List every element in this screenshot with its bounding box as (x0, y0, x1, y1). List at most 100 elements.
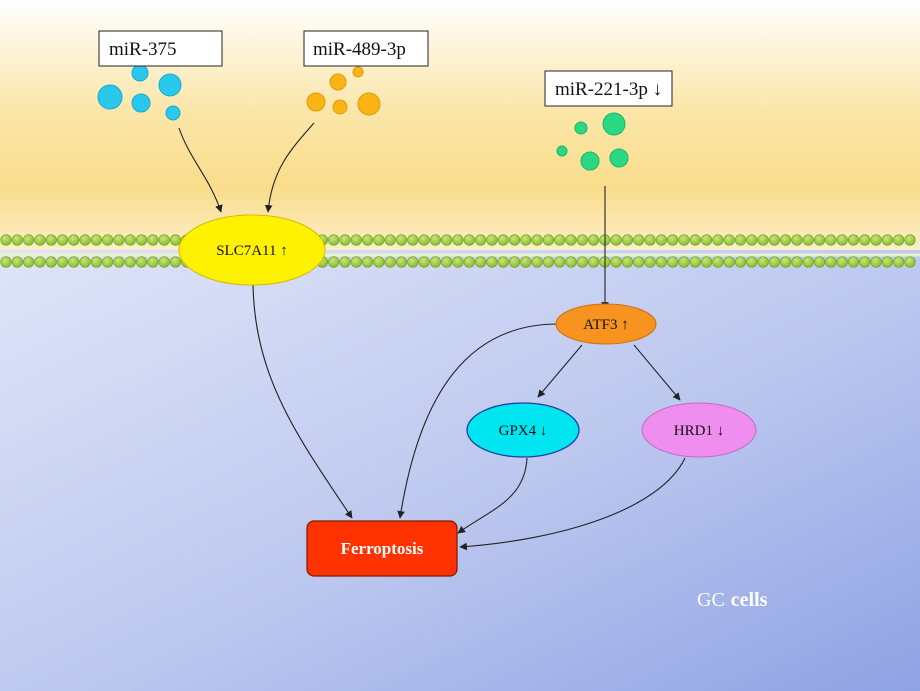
lipid-bead (531, 256, 543, 268)
lipid-bead (576, 256, 588, 268)
lipid-bead (610, 256, 622, 268)
lipid-bead (678, 256, 690, 268)
lipid-bead (565, 256, 577, 268)
lipid-bead (395, 256, 408, 268)
lipid-bead (520, 234, 532, 246)
gc-cells-bold: cells (731, 589, 768, 611)
lipid-bead (508, 234, 521, 246)
lipid-bead (429, 234, 442, 246)
lipid-bead (757, 234, 769, 246)
lipid-bead (576, 234, 588, 246)
lipid-bead (79, 234, 91, 246)
hrd1-node: HRD1 ↓ (641, 402, 757, 458)
lipid-bead (734, 234, 747, 246)
lipid-bead (124, 234, 136, 246)
lipid-bead (113, 256, 125, 268)
mir489-particles (306, 66, 381, 116)
lipid-bead (870, 234, 882, 246)
lipid-bead (847, 234, 860, 246)
lipid-bead (169, 234, 182, 246)
lipid-bead (486, 256, 498, 268)
arrow-atf3-to-hrd1 (633, 344, 681, 401)
lipid-bead (904, 256, 916, 268)
lipid-bead (463, 256, 475, 268)
lipid-bead (791, 234, 803, 246)
lipid-bead (825, 234, 837, 246)
lipid-bead (418, 234, 430, 246)
lipid-bead (621, 234, 634, 246)
lipid-bead (700, 256, 713, 268)
lipid-bead (847, 256, 860, 268)
lipid-bead (102, 234, 114, 246)
lipid-bead (158, 234, 170, 246)
lipid-bead (813, 234, 826, 246)
lipid-bead (463, 234, 475, 246)
atf3-node: ATF3 ↑ (555, 303, 657, 345)
lipid-bead (542, 234, 555, 246)
lipid-bead (723, 234, 735, 246)
lipid-bead (587, 256, 600, 268)
lipid-bead (169, 256, 182, 268)
lipid-bead (870, 256, 882, 268)
lipid-bead (667, 234, 679, 246)
lipid-bead (147, 256, 159, 268)
lipid-bead (723, 256, 735, 268)
mir489-label: miR-489-3p (313, 39, 406, 60)
lipid-bead (813, 256, 826, 268)
lipid-bead (746, 234, 758, 246)
lipid-bead (633, 234, 645, 246)
lipid-bead (136, 256, 148, 268)
lipid-bead (700, 234, 713, 246)
lipid-bead (45, 256, 57, 268)
slc7a11-label: SLC7A11 ↑ (216, 243, 288, 259)
lipid-bead (644, 256, 656, 268)
lipid-bead (893, 234, 905, 246)
lipid-bead (441, 234, 453, 246)
arrow-atf3-to-ferroptosis (397, 323, 557, 519)
lipid-bead (407, 234, 419, 246)
lipid-bead (328, 234, 340, 246)
lipid-bead (339, 256, 351, 268)
lipid-bead (475, 256, 487, 268)
lipid-bead (531, 234, 543, 246)
lipid-bead (802, 234, 814, 246)
lipid-bead (893, 256, 905, 268)
lipid-bead (362, 256, 374, 268)
lipid-bead (497, 234, 509, 246)
lipid-bead (362, 234, 374, 246)
lipid-bead (836, 234, 848, 246)
mir375-label: miR-375 (109, 39, 177, 60)
membrane-outer-leaflet (0, 234, 916, 246)
lipid-bead (655, 234, 668, 246)
lipid-bead (452, 256, 464, 268)
lipid-bead (621, 256, 634, 268)
lipid-bead (497, 256, 509, 268)
arrow-gpx4-to-ferroptosis (457, 457, 528, 534)
lipid-bead (429, 256, 442, 268)
lipid-bead (102, 256, 114, 268)
hrd1-label: HRD1 ↓ (674, 423, 724, 439)
lipid-bead (678, 234, 690, 246)
lipid-bead (22, 234, 35, 246)
lipid-bead (610, 234, 622, 246)
lipid-bead (373, 234, 385, 246)
lipid-bead (34, 234, 46, 246)
lipid-bead (11, 234, 23, 246)
mir221-label: miR-221-3p ↓ (555, 79, 662, 100)
lipid-bead (644, 234, 656, 246)
lipid-bead (0, 234, 12, 246)
lipid-bead (904, 234, 916, 246)
lipid-bead (757, 256, 769, 268)
lipid-bead (350, 256, 362, 268)
lipid-bead (689, 256, 701, 268)
gpx4-label: GPX4 ↓ (499, 423, 548, 439)
lipid-bead (508, 256, 521, 268)
mir375-particles (97, 64, 182, 121)
lipid-bead (11, 256, 23, 268)
ferroptosis-node: Ferroptosis (306, 520, 458, 577)
lipid-bead (373, 256, 385, 268)
arrow-hrd1-to-ferroptosis (459, 457, 686, 551)
